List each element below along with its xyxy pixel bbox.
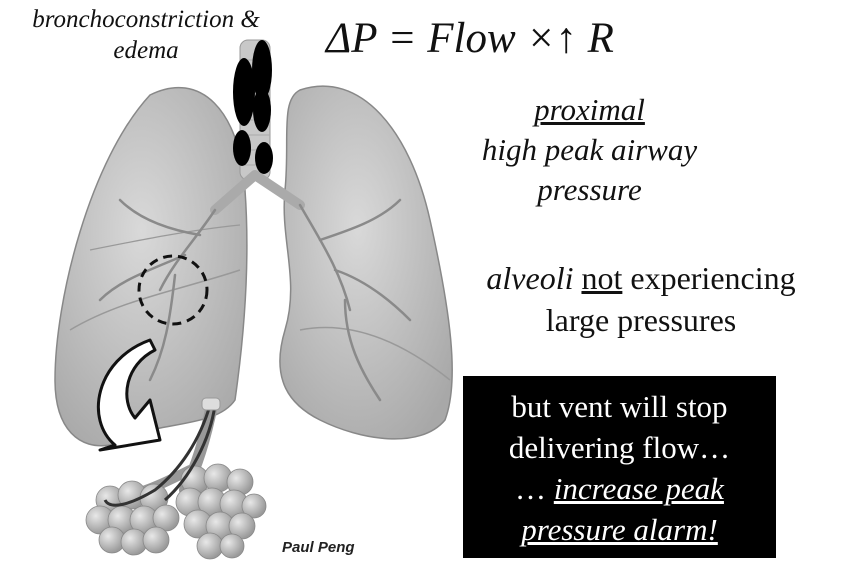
alveoli-focus-circle [137, 254, 209, 326]
author-credit: Paul Peng [282, 539, 355, 556]
right-lung [279, 85, 453, 440]
alarm-line-3: … increase peak [463, 468, 776, 509]
proximal-line-3: pressure [537, 172, 642, 207]
obstruction-caption: bronchoconstriction & edema [10, 4, 282, 66]
caption-line-2: edema [113, 37, 179, 64]
obstruction-blobs [233, 40, 273, 174]
alveoli-rest: experiencing [622, 260, 796, 296]
alveoli-line-2: large pressures [545, 302, 737, 338]
alveoli-word: alveoli [486, 260, 574, 296]
zoom-arrow [96, 338, 162, 452]
alveoli-clusters [85, 397, 267, 560]
pressure-formula: ΔP = Flow ×↑ R [326, 15, 614, 62]
alarm-line-1: but vent will stop [511, 389, 728, 424]
alarm-emphasis-2: pressure alarm! [521, 512, 718, 547]
alarm-line-2: delivering flow… [508, 430, 731, 465]
caption-line-1: bronchoconstriction & [32, 6, 260, 33]
alarm-emphasis: increase peak [553, 471, 724, 506]
proximal-heading: proximal [534, 92, 645, 127]
left-lung [54, 86, 248, 447]
proximal-note: proximal high peak airway pressure [452, 90, 727, 210]
proximal-line-2: high peak airway [481, 132, 698, 167]
alarm-line-4: pressure alarm! [463, 509, 776, 550]
alveoli-line-1: alveoli not experiencing [452, 257, 830, 299]
alarm-box: but vent will stop delivering flow… … in… [463, 376, 776, 558]
alveoli-note: alveoli not experiencing large pressures [452, 257, 830, 341]
not-word: not [581, 260, 623, 296]
alarm-prefix: … [515, 471, 554, 506]
